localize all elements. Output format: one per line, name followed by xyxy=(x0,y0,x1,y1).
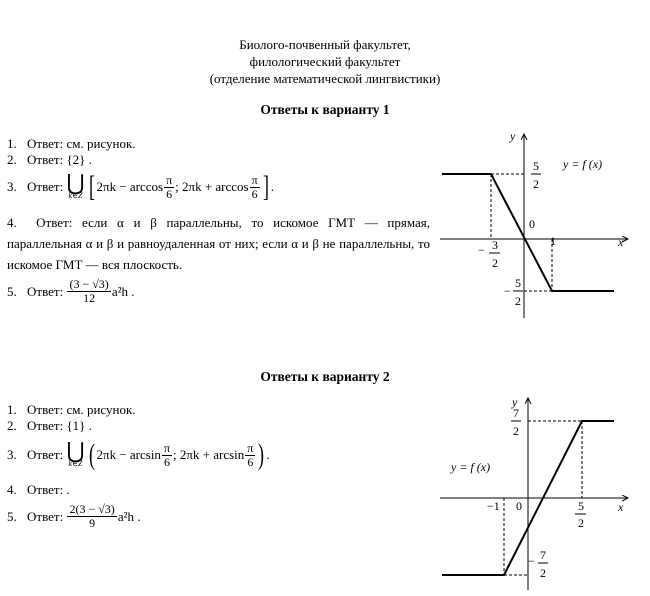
answer-text: Ответ: . xyxy=(27,482,70,497)
right-bracket: ] xyxy=(262,170,269,203)
x-axis-label: x xyxy=(617,500,624,514)
variant2-title: Ответы к варианту 2 xyxy=(260,369,390,384)
y-top-denominator: 2 xyxy=(533,177,539,191)
answer-number: 1. xyxy=(7,136,17,151)
union-subscript: k∈Z xyxy=(68,191,83,200)
x-right-denominator: 2 xyxy=(578,516,584,530)
y-top-denominator: 2 xyxy=(513,424,519,438)
y-bot-denominator: 2 xyxy=(515,294,521,308)
fraction-numerator: (3 − √3) xyxy=(67,277,111,292)
v1-answer-5: 5. Ответ: (3 − √3)12 a²h . xyxy=(7,278,134,305)
x-left-sign: − xyxy=(478,243,485,257)
y-top-numerator: 5 xyxy=(533,159,539,173)
answer-text: Ответ: см. рисунок. xyxy=(27,402,136,417)
fraction-numerator: π xyxy=(249,172,260,188)
y-axis-label: y xyxy=(509,129,516,143)
interval-part-2: ; 2πk + arccos xyxy=(175,179,249,194)
fraction-denominator: 6 xyxy=(247,454,254,469)
y-bot-denominator: 2 xyxy=(540,566,546,580)
answer-text: Ответ: если α и β параллельны, то искомо… xyxy=(7,215,430,272)
x-left-numerator: 3 xyxy=(492,238,498,252)
x-right-numerator: 5 xyxy=(578,499,584,513)
answer-text: Ответ: {1} . xyxy=(27,418,92,433)
y-bot-numerator: 5 xyxy=(515,276,521,290)
left-paren: ( xyxy=(88,438,95,471)
answer-label: Ответ: xyxy=(27,283,64,299)
fraction-denominator: 6 xyxy=(166,186,173,201)
fraction-denominator: 9 xyxy=(89,516,96,530)
fraction-denominator: 6 xyxy=(163,454,170,469)
fraction-denominator: 6 xyxy=(251,186,258,201)
x-axis-label: x xyxy=(617,235,624,249)
answer-tail: a²h . xyxy=(117,508,141,524)
faculty-header: Биолого-почвенный факультет, филологичес… xyxy=(0,36,650,87)
header-line-3: (отделение математической лингвистики) xyxy=(209,71,441,86)
answer-label: Ответ: xyxy=(27,447,64,462)
function-label: y = f (x) xyxy=(562,157,602,171)
v1-answer-1: 1. Ответ: см. рисунок. xyxy=(7,136,136,152)
origin-label: 0 xyxy=(516,499,522,513)
v1-answer-4: 4. Ответ: если α и β параллельны, то иск… xyxy=(7,212,430,275)
union-symbol: ⋃k∈Z xyxy=(66,170,85,200)
y-bot-numerator: 7 xyxy=(540,548,546,562)
interval-part-1: 2πk − arcsin xyxy=(96,447,161,462)
union-symbol: ⋃k∈Z xyxy=(66,438,85,468)
answer-label: Ответ: xyxy=(27,508,64,524)
answer-label: Ответ: xyxy=(27,179,64,194)
v2-answer-5: 5. Ответ: 2(3 − √3)9 a²h . xyxy=(7,503,140,530)
union-subscript: k∈Z xyxy=(68,459,83,468)
answer-number: 4. xyxy=(7,215,17,230)
answer-number: 1. xyxy=(7,402,17,417)
v2-answer-1: 1. Ответ: см. рисунок. xyxy=(7,402,136,418)
fraction-numerator: π xyxy=(161,440,172,456)
left-bracket: [ xyxy=(88,170,95,203)
answer-number: 2. xyxy=(7,418,17,433)
answer-number: 5. xyxy=(7,508,17,524)
fraction-denominator: 12 xyxy=(83,291,96,305)
x-left-denominator: 2 xyxy=(492,256,498,270)
fraction-numerator: π xyxy=(245,440,256,456)
variant1-title: Ответы к варианту 1 xyxy=(260,102,390,117)
fraction-numerator: 2(3 − √3) xyxy=(67,502,117,517)
function-graph xyxy=(442,173,614,292)
answer-number: 3. xyxy=(7,179,17,194)
origin-label: 0 xyxy=(529,217,535,231)
answer-number: 3. xyxy=(7,447,17,462)
right-paren: ) xyxy=(258,438,265,471)
volume-fraction: (3 − √3)12 xyxy=(67,277,111,305)
y-bot-sign: − xyxy=(528,554,535,568)
answer-number: 5. xyxy=(7,283,17,299)
v2-answer-2: 2. Ответ: {1} . xyxy=(7,418,92,434)
fraction-numerator: π xyxy=(164,172,175,188)
x-right-label: 1 xyxy=(550,234,556,248)
answer-text: Ответ: см. рисунок. xyxy=(27,136,136,151)
v1-answer-2: 2. Ответ: {2} . xyxy=(7,152,92,168)
v2-answer-4: 4. Ответ: . xyxy=(7,482,70,498)
answer-number: 4. xyxy=(7,482,17,497)
interval-part-1: 2πk − arccos xyxy=(96,179,164,194)
interval-part-2: ; 2πk + arcsin xyxy=(173,447,245,462)
x-left-label: −1 xyxy=(487,499,500,513)
y-axis-label: y xyxy=(511,395,518,409)
volume-fraction: 2(3 − √3)9 xyxy=(67,502,117,530)
header-line-2: филологический факультет xyxy=(249,54,401,69)
header-line-1: Биолого-почвенный факультет, xyxy=(239,37,411,52)
answer-number: 2. xyxy=(7,152,17,167)
function-label: y = f (x) xyxy=(450,460,490,474)
graph-1: y x 0 y = f (x) 5 2 − 3 2 1 − 5 2 xyxy=(440,129,628,318)
y-top-numerator: 7 xyxy=(513,406,519,420)
answer-text: Ответ: {2} . xyxy=(27,152,92,167)
answer-tail: a²h . xyxy=(111,283,135,299)
function-graph xyxy=(442,420,614,576)
graph-2: y x 0 y = f (x) 7 2 −1 5 2 − 7 2 xyxy=(440,395,628,590)
y-bot-sign: − xyxy=(504,284,511,298)
